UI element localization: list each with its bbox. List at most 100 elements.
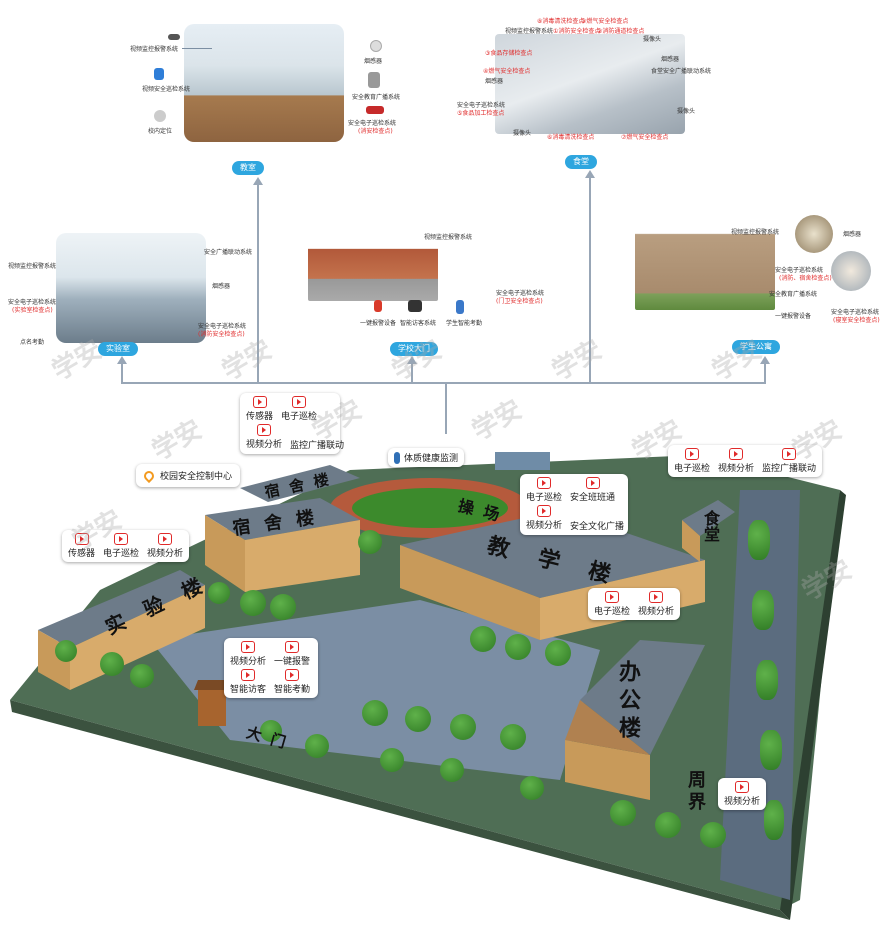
tree xyxy=(505,634,531,660)
video-analysis-icon xyxy=(241,641,255,653)
callout-gate[interactable]: 视频分析 一键报警 智能访客 智能考勤 xyxy=(224,638,318,698)
tree xyxy=(240,590,266,616)
canteen-p7: ⑦燃气安全检查点 xyxy=(621,134,669,141)
lab-broadcast: 安全广播联动系统 xyxy=(204,249,253,256)
lab-roof xyxy=(38,570,205,648)
video-analysis-icon xyxy=(257,424,271,436)
sensor-icon xyxy=(74,533,89,545)
callout-perimeter[interactable]: 视频分析 xyxy=(718,778,767,810)
callout-label: 视频分析 xyxy=(638,607,675,617)
tree xyxy=(362,700,388,726)
callout-label: 视频分析 xyxy=(147,549,184,559)
tree xyxy=(208,582,230,604)
tree xyxy=(100,652,124,676)
video-analysis-icon xyxy=(735,781,749,793)
callout-dorm-top[interactable]: 传感器 电子巡检 视频分析 监控广播联动 xyxy=(240,393,344,454)
canteen-photo xyxy=(495,34,685,134)
gate-e-patrol: 安全电子巡检系统 xyxy=(496,290,545,297)
lab-e-patrol-note: (实验室检查点) xyxy=(12,307,53,314)
canteen-smoke2: 烟感器 xyxy=(661,56,680,63)
connector-main xyxy=(445,384,447,434)
gate-sos: 一键报警设备 xyxy=(360,320,397,327)
health-label: 体质健康监测 xyxy=(404,454,459,464)
gate-e-patrol-note: (门卫安全检查点) xyxy=(496,298,543,305)
callout-label: 电子巡检 xyxy=(674,464,711,474)
callout-office[interactable]: 电子巡检 视频分析 xyxy=(588,588,681,620)
connector-classroom xyxy=(257,183,259,382)
tree xyxy=(760,730,782,770)
tree xyxy=(440,758,464,782)
shield-icon xyxy=(154,68,164,80)
canteen-p6: ⑥消毒清洗检查点 xyxy=(547,134,595,141)
callout-teaching[interactable]: 电子巡检 安全班班通 视频分析 安全文化广播 xyxy=(520,474,628,535)
tree xyxy=(500,724,526,750)
canteen-p4: ④燃气安全检查点 xyxy=(483,68,531,75)
tree xyxy=(520,776,544,800)
patrol-icon xyxy=(537,477,551,489)
smoke-detector-icon xyxy=(370,40,382,52)
gate-roof xyxy=(194,680,230,690)
dorm-front xyxy=(205,515,245,592)
video-analysis-icon xyxy=(158,533,173,545)
tree xyxy=(655,812,681,838)
dorm-roof xyxy=(205,498,360,540)
classroom-photo xyxy=(184,24,344,142)
office-side xyxy=(565,700,650,755)
patrol-icon xyxy=(685,448,699,460)
arrow-up-icon xyxy=(117,356,127,364)
canteen-tag[interactable]: 食堂 xyxy=(565,155,597,169)
tree xyxy=(470,626,496,652)
connector-dorm xyxy=(764,362,766,382)
classroom-label-patrol: 视频安全巡检系统 xyxy=(142,86,191,93)
lab-e-patrol2-note: (消防安全检查点) xyxy=(198,331,245,338)
alarm-icon xyxy=(285,641,300,653)
dorm-video-alarm: 视频监控报警系统 xyxy=(731,229,780,236)
tree xyxy=(270,594,296,620)
classroom-label-video-alarm: 视频监控报警系统 xyxy=(130,46,179,53)
arrow-up-icon xyxy=(407,356,417,364)
gate-house xyxy=(198,690,226,726)
tree xyxy=(610,800,636,826)
tree xyxy=(305,734,329,758)
callout-label: 传感器 xyxy=(246,412,274,422)
dorm-e-patrol2: 安全电子巡检系统 xyxy=(831,309,880,316)
callout-label: 电子巡检 xyxy=(594,607,631,617)
location-pin-icon xyxy=(141,468,157,483)
tree xyxy=(764,800,784,840)
callout-label: 视频分析 xyxy=(526,521,563,531)
arrow-up-icon xyxy=(253,177,263,185)
office-roof xyxy=(580,640,705,755)
video-analysis-icon xyxy=(649,591,664,603)
callout-lab[interactable]: 传感器 电子巡检 视频分析 xyxy=(62,530,190,562)
gate-panel: 视频监控报警系统 一键报警设备 智能访客系统 学生智能考勤 安全电子巡检系统 (… xyxy=(300,222,550,342)
tree xyxy=(55,640,77,662)
callout-label: 电子巡检 xyxy=(526,493,563,503)
callout-label: 传感器 xyxy=(68,549,96,559)
sports-field xyxy=(352,488,508,528)
lab-tag[interactable]: 实验室 xyxy=(98,342,138,356)
callout-control-center[interactable]: 校园安全控制中心 xyxy=(136,464,241,487)
person-icon xyxy=(394,451,400,464)
callout-label: 一键报警 xyxy=(274,657,311,667)
connector-gate xyxy=(411,362,413,382)
canteen-smoke1: 烟感器 xyxy=(485,78,504,85)
connector-lab xyxy=(121,362,123,382)
callout-label: 智能访客 xyxy=(230,685,267,695)
dorm-tag[interactable]: 学生公寓 xyxy=(732,340,780,354)
connector-horizontal xyxy=(121,382,766,384)
callout-canteen[interactable]: 电子巡检 视频分析 监控广播联动 xyxy=(668,445,823,477)
gate-visitor: 智能访客系统 xyxy=(400,320,437,327)
callout-health[interactable]: 体质健康监测 xyxy=(388,448,465,467)
gate-student: 学生智能考勤 xyxy=(446,320,483,327)
classroom-label-e-patrol: 安全电子巡检系统 xyxy=(348,120,397,127)
attendance-icon xyxy=(285,669,300,681)
dorm2-roof xyxy=(240,465,360,502)
lab-e-patrol2: 安全电子巡检系统 xyxy=(198,323,247,330)
gate-tag[interactable]: 学校大门 xyxy=(390,342,438,356)
lab-panel: 视频监控报警系统 安全电子巡检系统 (实验室检查点) 点名考勤 安全广播联动系统… xyxy=(8,225,252,346)
patrol-icon xyxy=(292,396,307,408)
campus-base-front xyxy=(10,700,790,920)
callout-label: 监控广播联动 xyxy=(762,464,817,474)
classroom-tag[interactable]: 教室 xyxy=(232,161,264,175)
canteen-cam3: 摄像头 xyxy=(677,108,696,115)
